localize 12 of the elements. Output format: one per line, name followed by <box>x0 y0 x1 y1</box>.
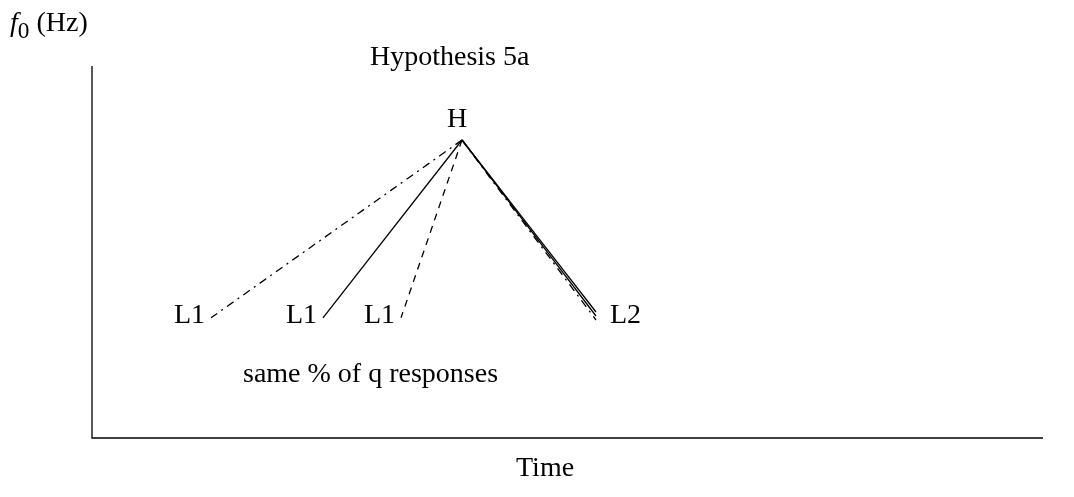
contour-line <box>400 139 463 319</box>
point-label: L1 <box>355 298 401 334</box>
point-label: L2 <box>596 298 666 334</box>
diagram-title: Hypothesis 5a <box>370 40 530 72</box>
axis-label: f$_{0}$ (Hz) <box>10 6 88 45</box>
contour-line <box>322 139 463 319</box>
point-label: L1 <box>143 298 211 334</box>
contour-line <box>210 139 463 319</box>
point-label: L1 <box>276 298 323 334</box>
annotation-text: same % of q responses <box>243 357 499 389</box>
axis-label: Time <box>516 451 575 483</box>
point-label: H <box>447 102 477 140</box>
